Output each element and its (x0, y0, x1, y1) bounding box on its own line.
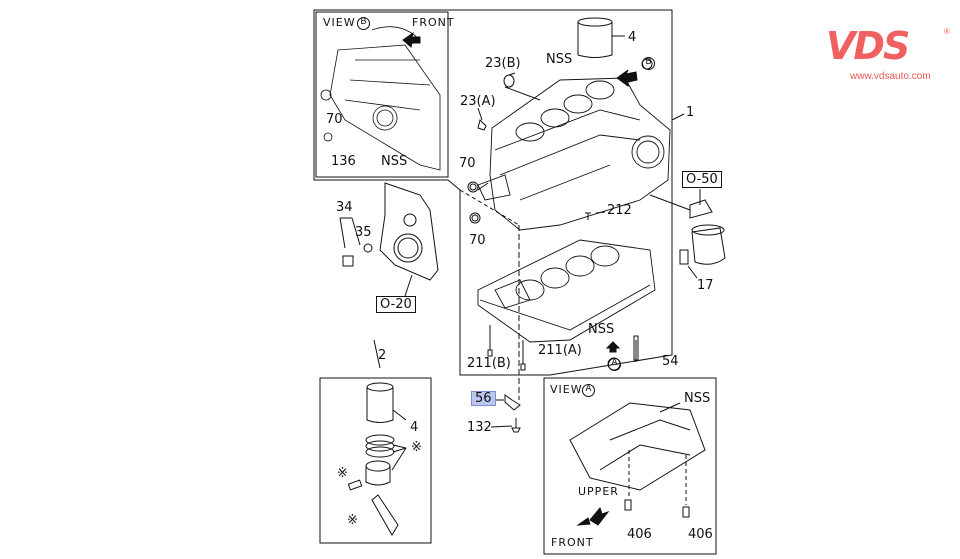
asterisk-pin: ※ (337, 466, 348, 481)
oil-filter (649, 189, 726, 279)
view-a-arrow (605, 341, 621, 353)
callout-70-inset[interactable]: 70 (326, 112, 343, 127)
front-arrow-b (402, 31, 421, 48)
brand-logo[interactable]: VDS ® www.vdsauto.com (826, 24, 950, 82)
view-a-title: VIEW (550, 383, 583, 396)
ref-o50[interactable]: O-50 (682, 171, 722, 188)
callout-211b[interactable]: 211(B) (467, 356, 511, 371)
callout-70-b[interactable]: 70 (469, 233, 486, 248)
nss-top: NSS (546, 52, 573, 67)
oil-pan-view-a (569, 402, 706, 526)
callout-2[interactable]: 2 (378, 348, 387, 363)
asterisk-bushing: ※ (347, 513, 358, 528)
callout-35[interactable]: 35 (355, 225, 372, 240)
callout-406-left[interactable]: 406 (627, 527, 652, 542)
callout-4-top[interactable]: 4 (628, 30, 637, 45)
callout-4-kit[interactable]: 4 (410, 420, 419, 435)
crankcase-lower (477, 239, 656, 343)
callout-23a[interactable]: 23(A) (460, 94, 496, 109)
rear-plate (339, 182, 439, 297)
bracket-56 (504, 394, 521, 411)
callout-23b[interactable]: 23(B) (485, 56, 521, 71)
view-b-front-label: FRONT (412, 16, 455, 29)
main-frame (313, 9, 673, 376)
callout-34[interactable]: 34 (336, 200, 353, 215)
callout-136[interactable]: 136 (331, 154, 356, 169)
logo-text: VDS (826, 24, 910, 68)
piston-kit (347, 339, 407, 536)
callout-54[interactable]: 54 (662, 354, 679, 369)
view-a-frame (543, 377, 717, 555)
view-b-title: VIEW (323, 16, 356, 29)
nss-view-a: NSS (684, 391, 711, 406)
asterisk-rings: ※ (411, 440, 422, 455)
view-b-arrow (616, 69, 638, 87)
timing-case-sketch (320, 26, 441, 171)
registered-mark: ® (944, 27, 950, 36)
sleeve-top (577, 17, 625, 58)
nss-lower: NSS (588, 322, 615, 337)
view-a-upper-label: UPPER (578, 485, 619, 498)
callout-211a[interactable]: 211(A) (538, 343, 582, 358)
view-b-frame (315, 11, 449, 178)
bolts (487, 211, 639, 371)
view-b-marker: B (357, 17, 370, 30)
view-a-marker: A (582, 384, 595, 397)
callout-56-highlighted[interactable]: 56 (471, 391, 496, 406)
view-a-front-label: FRONT (551, 536, 594, 549)
callout-132[interactable]: 132 (467, 420, 492, 435)
ref-o20[interactable]: O-20 (376, 296, 416, 313)
view-b-pointer-marker: B (642, 57, 655, 70)
callout-406-right[interactable]: 406 (688, 527, 713, 542)
piston-kit-frame (319, 377, 432, 544)
brand-url[interactable]: www.vdsauto.com (850, 71, 931, 82)
callout-212[interactable]: 212 (607, 203, 632, 218)
callout-1[interactable]: 1 (686, 105, 695, 120)
callout-17[interactable]: 17 (697, 278, 714, 293)
view-a-pointer-marker: A (608, 358, 621, 371)
callout-70-a[interactable]: 70 (459, 156, 476, 171)
engine-block-upper (477, 77, 671, 231)
nss-inset-b: NSS (381, 154, 408, 169)
